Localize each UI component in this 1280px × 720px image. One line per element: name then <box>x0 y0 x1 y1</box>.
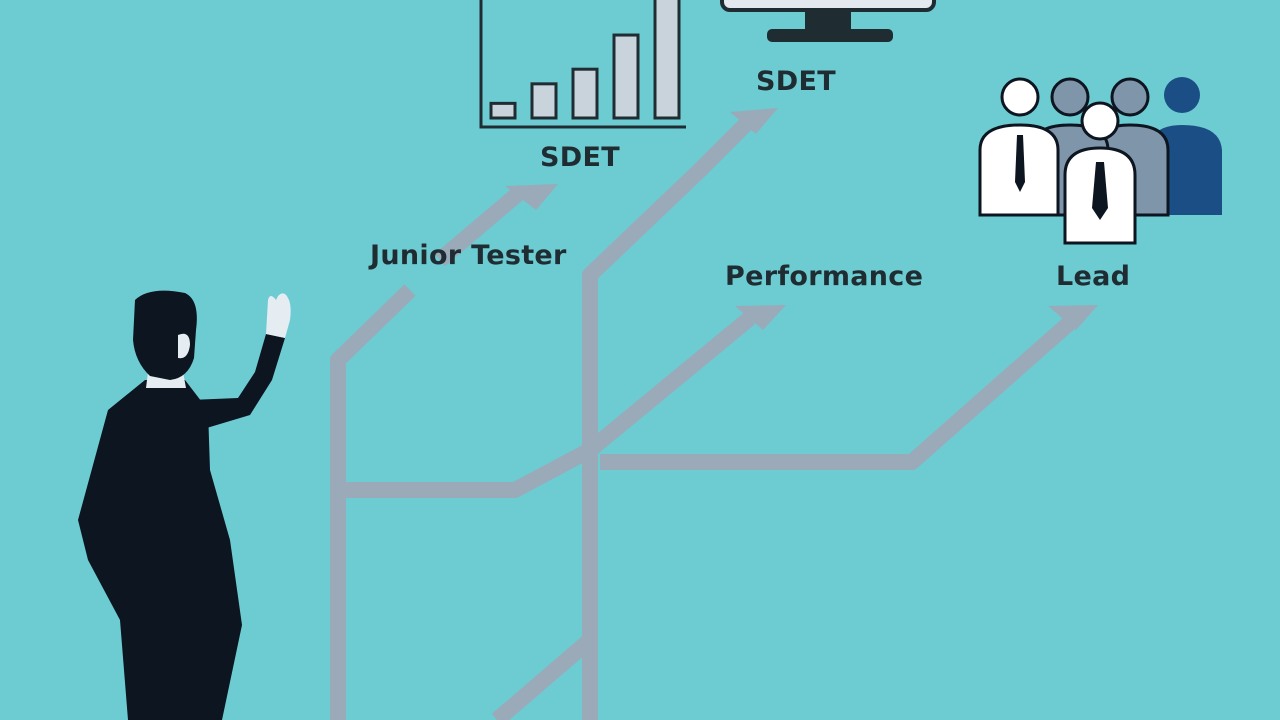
path-left-trunk <box>330 284 416 720</box>
team-member-head <box>1080 101 1120 141</box>
person-body <box>78 380 242 720</box>
person-raised-arm <box>190 334 285 430</box>
team-member-tie <box>1015 135 1025 192</box>
label-performance: Performance <box>725 261 924 292</box>
label-lead: Lead <box>1056 261 1131 292</box>
path-center-trunk <box>491 632 598 720</box>
path-right-connector <box>600 312 1081 470</box>
chart-bar <box>571 67 599 120</box>
monitor-stand <box>767 29 893 42</box>
label-sdet-chart: SDET <box>540 142 620 173</box>
team-member-head <box>1000 77 1040 117</box>
chart-bars <box>489 0 681 120</box>
chart-bar <box>653 0 681 120</box>
path-center-vertical <box>582 116 754 645</box>
rising-bar-chart-icon <box>479 0 686 129</box>
businessman-icon <box>78 290 291 720</box>
monitor-icon <box>720 0 936 42</box>
arrowhead-performance <box>735 305 786 330</box>
label-junior-tester: Junior Tester <box>370 240 567 271</box>
monitor-neck <box>805 12 851 32</box>
team-member-tie <box>1092 162 1108 220</box>
monitor-screen <box>720 0 936 12</box>
chart-bar <box>489 101 517 120</box>
person-ear <box>178 333 190 359</box>
path-junior-branch <box>434 185 526 267</box>
person-hand <box>266 293 291 338</box>
path-arrowheads <box>505 108 1098 330</box>
arrowhead-lead <box>1048 305 1098 330</box>
career-paths <box>330 116 1081 720</box>
chart-bar <box>612 33 640 120</box>
team-member-head <box>1164 77 1200 113</box>
chart-bar <box>530 82 558 120</box>
team-group-icon <box>978 77 1222 245</box>
path-middle-connector <box>338 311 756 498</box>
team-member-head <box>1050 77 1090 117</box>
arrowhead-sdet-chart <box>505 184 558 210</box>
arrowhead-sdet-monitor <box>730 108 778 134</box>
label-sdet-monitor: SDET <box>756 66 836 97</box>
chart-axes <box>479 0 686 129</box>
team-member-head <box>1110 77 1150 117</box>
